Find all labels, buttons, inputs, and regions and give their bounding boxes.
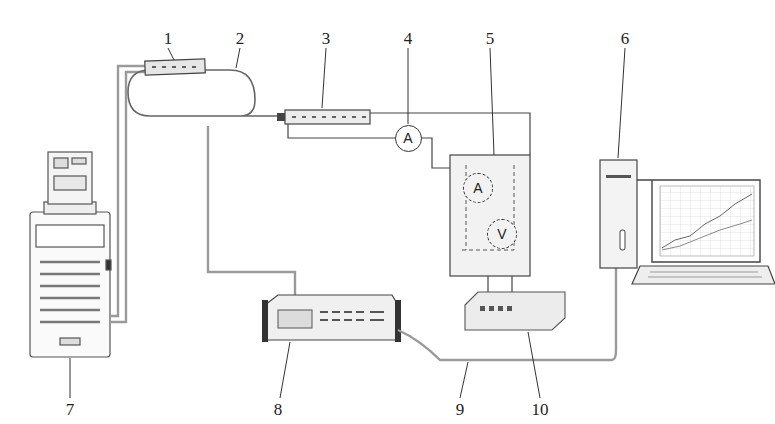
cooling-block — [145, 59, 205, 75]
meter-letter: A — [403, 131, 412, 145]
meter-symbol: A — [463, 173, 493, 203]
callout-number: 3 — [322, 30, 331, 47]
callout-number: 9 — [456, 401, 465, 418]
callout-number: 7 — [66, 401, 75, 418]
callout-number: 4 — [404, 30, 413, 47]
callout-number: 8 — [274, 401, 283, 418]
callout-number: 1 — [164, 30, 173, 47]
data-acquisition-unit — [262, 295, 401, 342]
thermocouple-wire — [208, 126, 295, 296]
leader-line — [70, 48, 625, 398]
measurement-box — [450, 155, 530, 276]
data-cable — [398, 268, 616, 360]
power-supply — [465, 292, 565, 330]
thermostat-bath — [30, 152, 111, 357]
callout-number: 6 — [621, 30, 630, 47]
computer — [600, 160, 775, 284]
callout-number: 5 — [486, 30, 495, 47]
meter-symbol: A — [395, 125, 422, 152]
meter-letter: V — [497, 227, 506, 241]
tube-loop — [128, 70, 285, 116]
callout-number: 2 — [236, 30, 245, 47]
coolant-hose — [110, 66, 148, 322]
meter-letter: A — [473, 181, 482, 195]
callout-number: 10 — [532, 401, 549, 418]
meter-symbol: V — [487, 219, 517, 249]
test-section — [277, 110, 370, 124]
